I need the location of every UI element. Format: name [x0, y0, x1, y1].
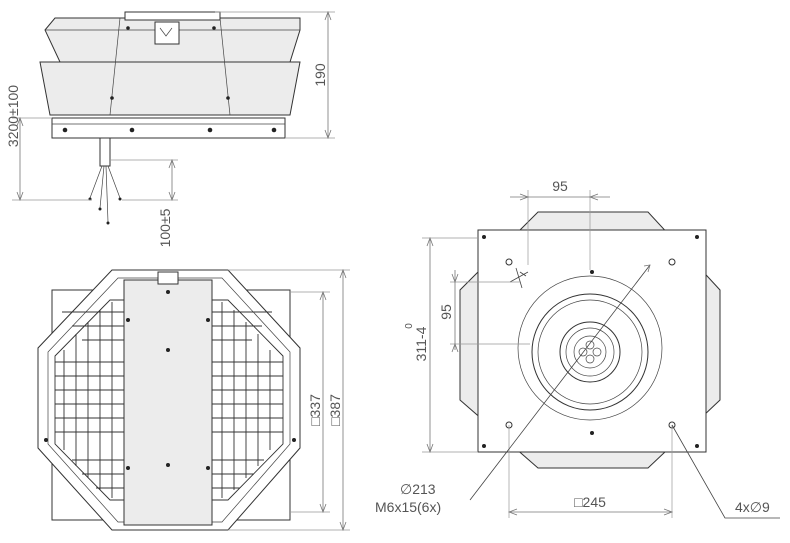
dim-total-height: 3200±100: [5, 85, 21, 147]
dim-cable-length: 100±5: [157, 208, 173, 247]
bottom-view: 95 95 0 311-4 □245 ∅213 M6x15(6x) 4x∅9: [375, 178, 780, 519]
dim-fan-diameter: ∅213: [400, 481, 436, 497]
junction-box-top: [157, 271, 179, 285]
dim-screw-spec: M6x15(6x): [375, 499, 441, 515]
cable-gland: [99, 137, 111, 167]
dim-plate-outer: □387: [327, 394, 343, 426]
right-guard-grid: [211, 299, 284, 501]
dim-holes: 4x∅9: [735, 499, 770, 515]
dim-side-offset: 95: [438, 304, 454, 320]
side-view: 190 3200±100 100±5: [5, 10, 335, 247]
base-plate: [51, 117, 286, 139]
fan-hub: [559, 321, 621, 383]
center-strip: [123, 279, 213, 526]
inlet-ring: [517, 275, 663, 421]
dim-side-height: 190: [312, 63, 328, 87]
dim-top-offset: 95: [552, 178, 568, 194]
junction-box: [154, 21, 180, 45]
left-guard-grid: [54, 299, 125, 501]
dim-motor-height: 311-4: [413, 326, 429, 361]
dim-bolt-square: □245: [574, 494, 606, 510]
dim-motor-height-top: 0: [404, 323, 415, 329]
rotation-arrow-icon: [509, 267, 529, 289]
dim-plate-inner: □337: [307, 394, 323, 426]
top-view: □337 □387: [37, 268, 350, 532]
